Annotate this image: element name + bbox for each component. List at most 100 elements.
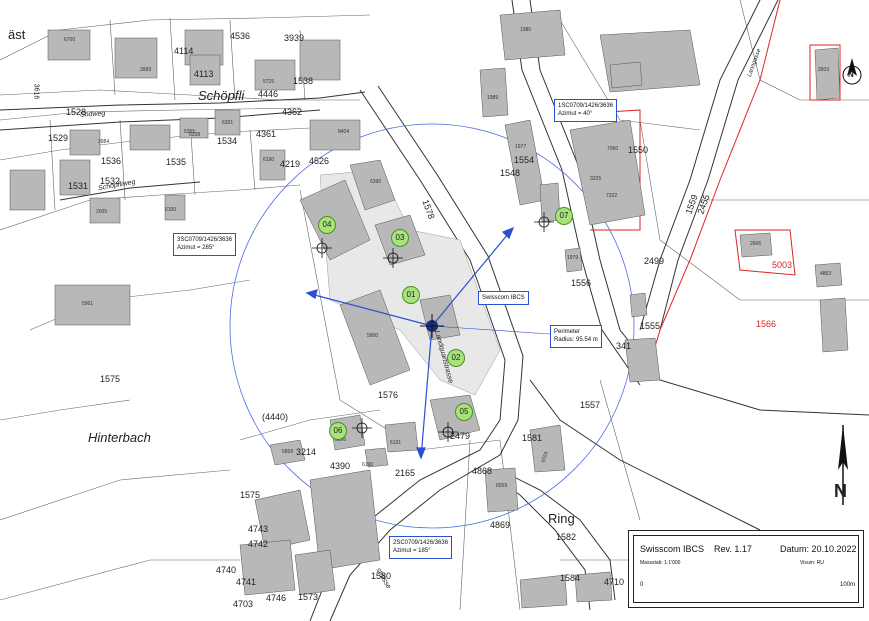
parcel-label: 1573 (298, 592, 319, 602)
parcel-label: 2479 (450, 431, 471, 441)
site-marker[interactable]: 04 (318, 216, 336, 234)
parcel-label: 3939 (284, 33, 305, 43)
antenna-box-2[interactable]: 2SC0709/1426/3636 Azimut = 185° (389, 536, 453, 559)
building-label: 7060 (607, 146, 619, 152)
parcel-label: 2499 (644, 256, 665, 266)
parcel-label: 4742 (248, 539, 269, 549)
building-label: 1979 (567, 255, 579, 261)
title-block-rev: Rev. 1.17 (714, 544, 752, 554)
parcel-label: 1580 (371, 571, 392, 581)
title-block-scale: Massstab: 1:1'000 (640, 560, 681, 566)
parcel-label: 1575 (100, 374, 121, 384)
antenna-box-3[interactable]: 3SC0709/1426/3636 Azimut = 285° (173, 233, 237, 256)
parcel-label: 4710 (604, 577, 625, 587)
north-arrow-top-icon (842, 58, 862, 85)
parcel-label: 4740 (216, 565, 237, 575)
parcel-label: 1557 (580, 400, 601, 410)
building-label: 5338 (189, 132, 201, 138)
antenna-box-1-azimuth: Azimut = 40° (558, 111, 593, 118)
scale-end-label: 100m (840, 582, 856, 588)
parcel-label: 4390 (330, 461, 351, 471)
parcel-label: 1556 (571, 278, 592, 288)
building-label: 1980 (520, 27, 532, 33)
site-marker[interactable]: 07 (555, 207, 573, 225)
place-name-ring: Ring (548, 511, 575, 526)
building-label: 1977 (515, 144, 527, 150)
antenna-box-3-id: 3SC0709/1426/3636 (177, 237, 233, 243)
parcel-label: 1535 (166, 157, 187, 167)
parcel-label: 1554 (514, 155, 535, 165)
parcel-label: 4446 (258, 89, 279, 99)
parcel-label: 4743 (248, 524, 269, 534)
antenna-center[interactable] (420, 314, 444, 338)
parcel-label: 1532 (100, 176, 121, 186)
parcel-label: 4526 (309, 156, 330, 166)
parcel-label: 1529 (48, 133, 69, 143)
title-block-frame: Swisscom IBCS Rev. 1.17 Datum: 20.10.202… (633, 535, 859, 603)
antenna-box-1[interactable]: 1SC0709/1426/3636 Azimut = 40° (554, 99, 618, 122)
building-label: 6301 (222, 120, 234, 126)
site-marker[interactable]: 05 (455, 403, 473, 421)
parcel-label: 1584 (560, 573, 581, 583)
parcel-label: 3214 (296, 447, 317, 457)
parcel-label: 1536 (101, 156, 122, 166)
parcel-label: 4361 (256, 129, 277, 139)
parcel-label: (4440) (262, 412, 289, 422)
parcel-label: 1582 (556, 532, 577, 542)
title-block-title: Swisscom IBCS (640, 544, 705, 554)
scale-start-label: 0 (640, 582, 644, 588)
antenna-box-1-id: 1SC0709/1426/3636 (558, 103, 614, 109)
place-name-fast: äst (8, 27, 26, 42)
building-label: 9396 (335, 437, 347, 443)
parcel-label: 4114 (174, 46, 194, 56)
building-label: 5725 (263, 79, 275, 85)
antenna-box-2-azimuth: Azimut = 185° (393, 548, 431, 555)
perimeter-box-radius: Radius: 95.54 m (554, 337, 598, 344)
parcel-label: 3616 (32, 83, 40, 100)
center-box[interactable]: Swisscom IBCS (478, 291, 529, 306)
site-marker[interactable]: 06 (329, 422, 347, 440)
perimeter-box-title: Perimeter (554, 329, 581, 335)
site-marker[interactable]: 02 (447, 349, 465, 367)
parcel-label: 1531 (68, 181, 89, 191)
building-label: 6190 (362, 462, 374, 468)
azimuth-arrows (305, 226, 551, 460)
building-label: 5900 (367, 333, 379, 339)
parcel-label: 1576 (378, 390, 399, 400)
parcel-label: 1528 (66, 107, 87, 117)
north-label-top: N (848, 70, 854, 79)
perimeter-box[interactable]: Perimeter Radius: 95.54 m (550, 325, 602, 348)
parcel-label: 4219 (280, 159, 301, 169)
parcel-label: 1566 (756, 319, 777, 329)
building-label: 3984 (98, 139, 110, 145)
antenna-box-2-id: 2SC0709/1426/3636 (393, 540, 449, 546)
parcel-label: 4746 (266, 593, 287, 603)
place-name-schopfli: Schöpfli (198, 88, 245, 103)
building-label: 6190 (263, 157, 275, 163)
title-block-date: Datum: 20.10.2022 (780, 544, 857, 554)
crosshairs (312, 212, 554, 442)
site-marker[interactable]: 03 (391, 229, 409, 247)
building-label: 6390 (370, 179, 382, 185)
building-label: 1989 (487, 95, 499, 101)
parcel-label: 4362 (282, 107, 303, 117)
parcel-label: 1555 (640, 321, 661, 331)
building-label: 8404 (338, 129, 350, 135)
parcel-label: 1548 (500, 168, 521, 178)
building-label: 7322 (606, 193, 618, 199)
parcel-label: 1534 (217, 136, 238, 146)
north-label-bottom: N (834, 481, 847, 501)
antenna-box-3-azimuth: Azimut = 285° (177, 245, 215, 252)
perimeter-circle (229, 123, 635, 529)
building-label: 3225 (590, 176, 602, 182)
parcel-label: 341 (616, 341, 632, 351)
building-label: 6100 (165, 207, 177, 213)
parcel-label: 4536 (230, 31, 251, 41)
parcel-label: 5003 (772, 260, 793, 270)
building-label: 2606 (750, 241, 762, 247)
title-block: Swisscom IBCS Rev. 1.17 Datum: 20.10.202… (628, 530, 864, 608)
parcel-label: 4703 (233, 599, 254, 609)
site-marker[interactable]: 01 (402, 286, 420, 304)
red-boundary (559, 0, 841, 381)
